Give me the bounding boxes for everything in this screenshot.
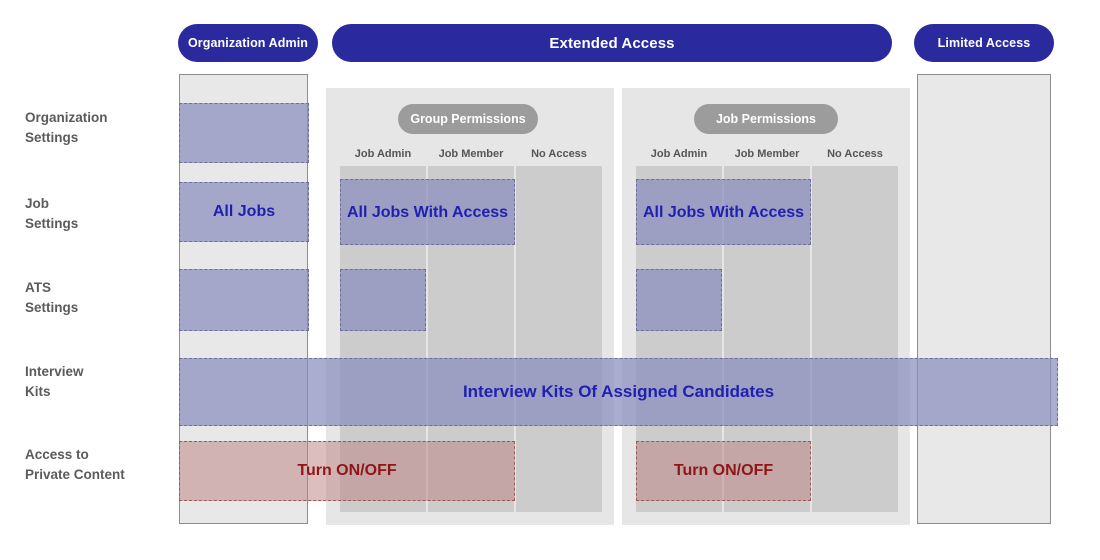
row-label-interview-kits: Interview Kits [25, 364, 84, 399]
capsule-job-permissions: Job Permissions [694, 104, 838, 134]
subheader-group-job-admin: Job Admin [354, 148, 412, 160]
band-private-content-job[interactable]: Turn ON/OFF [636, 441, 811, 501]
subcolumn-job-no-access [812, 166, 898, 512]
row-label-job-settings: Job Settings [25, 196, 79, 231]
header-pill-organization-admin-label: Organization Admin [187, 36, 309, 50]
header-pill-extended-access-label: Extended Access [549, 34, 675, 52]
subheader-job-job-member: Job Member [734, 148, 800, 160]
row-label-organization-settings: Organization Settings [25, 110, 108, 145]
band-ats-settings-org-admin[interactable] [179, 269, 309, 331]
row-label-ats-settings: ATS Settings [25, 280, 79, 315]
band-job-settings-job-label: All Jobs With Access [642, 203, 805, 221]
band-job-settings-group-label: All Jobs With Access [346, 203, 509, 221]
row-label-access-to-private-content: Access to Private Content [25, 447, 125, 482]
band-job-settings-org-admin-label: All Jobs [212, 203, 276, 220]
band-ats-settings-job-job-admin[interactable] [636, 269, 722, 331]
band-private-content-org-and-group[interactable]: Turn ON/OFF [179, 441, 515, 501]
header-pill-organization-admin[interactable]: Organization Admin [178, 24, 318, 62]
header-pill-extended-access[interactable]: Extended Access [332, 24, 892, 62]
subcolumn-group-no-access [516, 166, 602, 512]
band-private-content-job-label: Turn ON/OFF [673, 462, 774, 479]
capsule-job-permissions-label: Job Permissions [715, 112, 817, 126]
band-job-settings-org-admin[interactable]: All Jobs [179, 182, 309, 242]
band-organization-settings-org-admin[interactable] [179, 103, 309, 163]
band-ats-settings-group-job-admin[interactable] [340, 269, 426, 331]
capsule-group-permissions-label: Group Permissions [410, 112, 526, 126]
subheader-group-no-access: No Access [531, 148, 587, 160]
band-job-settings-group-all-jobs-with-access[interactable]: All Jobs With Access [340, 179, 515, 245]
band-interview-kits-all-columns[interactable]: Interview Kits Of Assigned Candidates [179, 358, 1058, 426]
band-job-settings-job-all-jobs-with-access[interactable]: All Jobs With Access [636, 179, 811, 245]
subheader-job-job-admin: Job Admin [650, 148, 708, 160]
column-limited-access [917, 74, 1051, 524]
header-pill-limited-access-label: Limited Access [937, 36, 1031, 50]
band-private-content-group-label: Turn ON/OFF [297, 462, 397, 479]
subheader-group-job-member: Job Member [438, 148, 504, 160]
header-pill-limited-access[interactable]: Limited Access [914, 24, 1054, 62]
capsule-group-permissions: Group Permissions [398, 104, 538, 134]
subheader-job-no-access: No Access [827, 148, 883, 160]
band-interview-kits-label: Interview Kits Of Assigned Candidates [462, 382, 775, 401]
